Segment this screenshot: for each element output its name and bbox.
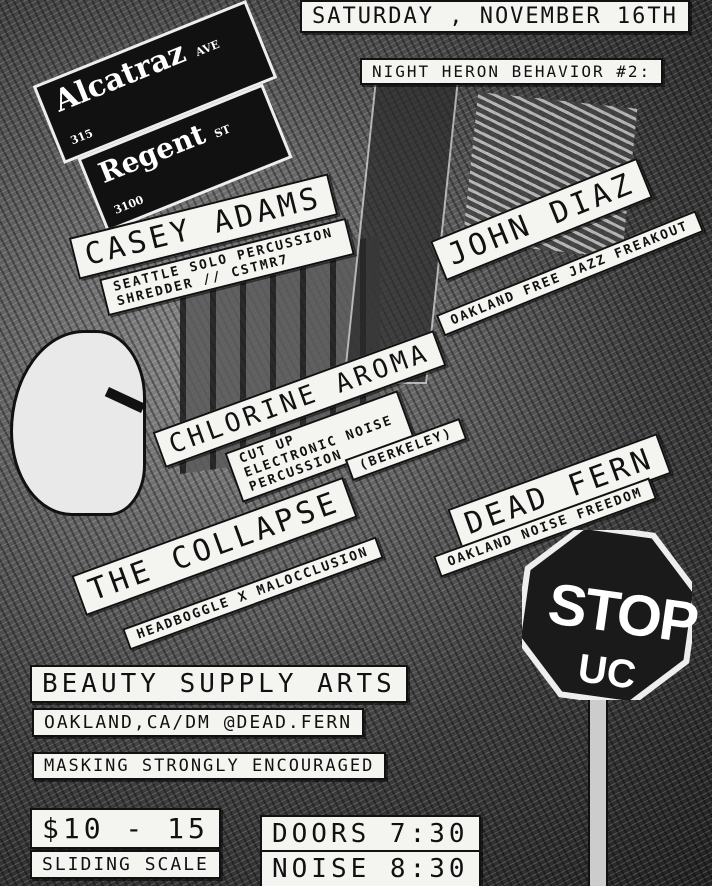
ticket-price: $10 - 15	[30, 808, 221, 849]
event-series: NIGHT HERON BEHAVIOR #2:	[360, 58, 664, 85]
venue-location: OAKLAND,CA/DM @DEAD.FERN	[32, 708, 365, 737]
stop-sign-graffiti: UC	[575, 646, 639, 698]
masking-note: MASKING STRONGLY ENCOURAGED	[32, 752, 387, 780]
street-sign-number: 3100	[112, 193, 146, 217]
street-sign-suffix: AVE	[193, 37, 222, 60]
sign-pole	[588, 690, 608, 886]
heron-bird	[10, 330, 146, 516]
street-sign-suffix: ST	[212, 122, 233, 141]
stop-sign	[522, 530, 692, 700]
street-sign-number: 315	[68, 126, 95, 148]
event-date: SATURDAY , NOVEMBER 16TH	[300, 0, 690, 33]
venue-name: BEAUTY SUPPLY ARTS	[30, 665, 408, 703]
noise-time: NOISE 8:30	[260, 850, 481, 886]
doors-time: DOORS 7:30	[260, 815, 481, 853]
price-note: SLIDING SCALE	[30, 850, 221, 879]
street-sign-name: Alcatraz	[49, 35, 191, 120]
